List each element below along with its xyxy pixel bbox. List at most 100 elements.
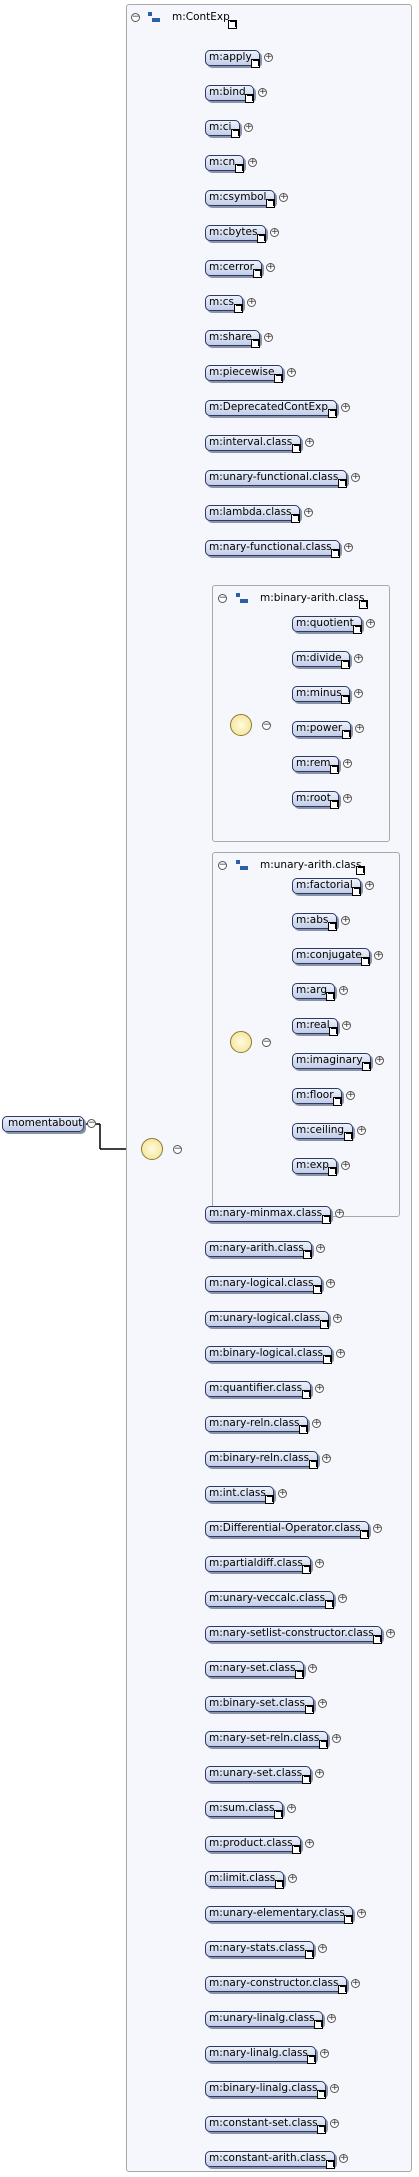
reference-arrow-icon[interactable] <box>360 1530 369 1539</box>
collapse-icon[interactable]: − <box>262 720 271 730</box>
reference-arrow-icon[interactable] <box>356 866 365 875</box>
reference-arrow-icon[interactable] <box>299 1425 308 1434</box>
element-box[interactable] <box>205 435 301 451</box>
expand-icon[interactable]: + <box>247 297 256 307</box>
reference-arrow-icon[interactable] <box>322 1215 331 1224</box>
element-box[interactable] <box>205 400 337 416</box>
element-box[interactable] <box>292 651 350 667</box>
root-element-box[interactable] <box>2 1116 84 1132</box>
reference-arrow-icon[interactable] <box>303 1250 312 1259</box>
element-box[interactable] <box>292 791 339 807</box>
reference-arrow-icon[interactable] <box>305 1950 314 1959</box>
element-box[interactable] <box>205 2011 323 2027</box>
reference-arrow-icon[interactable] <box>251 339 260 348</box>
expand-icon[interactable]: + <box>278 1488 287 1498</box>
reference-arrow-icon[interactable] <box>373 1635 382 1644</box>
reference-arrow-icon[interactable] <box>314 2020 323 2029</box>
reference-arrow-icon[interactable] <box>341 660 350 669</box>
expand-icon[interactable]: + <box>332 1733 341 1743</box>
element-box[interactable] <box>205 1801 283 1817</box>
expand-icon[interactable]: + <box>354 688 363 698</box>
reference-arrow-icon[interactable] <box>307 2055 316 2064</box>
element-box[interactable] <box>205 155 244 171</box>
element-box[interactable] <box>205 50 260 66</box>
element-box[interactable] <box>205 1311 329 1327</box>
expand-icon[interactable]: + <box>341 915 350 925</box>
reference-arrow-icon[interactable] <box>275 1880 284 1889</box>
reference-arrow-icon[interactable] <box>302 1565 311 1574</box>
element-box[interactable] <box>205 1731 328 1747</box>
expand-icon[interactable]: + <box>375 1055 384 1065</box>
element-box[interactable] <box>205 1766 311 1782</box>
reference-arrow-icon[interactable] <box>302 1390 311 1399</box>
expand-icon[interactable]: + <box>343 793 352 803</box>
expand-icon[interactable]: + <box>279 192 288 202</box>
reference-arrow-icon[interactable] <box>313 1285 322 1294</box>
collapse-icon[interactable]: − <box>173 1144 182 1154</box>
expand-icon[interactable]: + <box>343 758 352 768</box>
element-box[interactable] <box>292 1123 353 1139</box>
expand-icon[interactable]: + <box>318 1698 327 1708</box>
element-box[interactable] <box>292 1053 371 1069</box>
element-box[interactable] <box>205 1976 347 1992</box>
element-box[interactable] <box>205 1206 331 1222</box>
expand-icon[interactable]: + <box>351 472 360 482</box>
collapse-icon[interactable]: − <box>131 12 140 22</box>
expand-icon[interactable]: + <box>339 985 348 995</box>
expand-icon[interactable]: + <box>365 880 374 890</box>
element-box[interactable] <box>205 1591 334 1607</box>
expand-icon[interactable]: + <box>341 1160 350 1170</box>
expand-icon[interactable]: + <box>315 1558 324 1568</box>
expand-icon[interactable]: + <box>330 2083 339 2093</box>
element-box[interactable] <box>205 1521 369 1537</box>
element-box[interactable] <box>205 2116 326 2132</box>
expand-icon[interactable]: + <box>264 332 273 342</box>
reference-arrow-icon[interactable] <box>329 1027 338 1036</box>
expand-icon[interactable]: + <box>373 1523 382 1533</box>
reference-arrow-icon[interactable] <box>326 2160 335 2169</box>
expand-icon[interactable]: + <box>338 1593 347 1603</box>
expand-icon[interactable]: + <box>326 1278 335 1288</box>
element-box[interactable] <box>292 756 339 772</box>
expand-icon[interactable]: + <box>355 723 364 733</box>
element-box[interactable] <box>205 1556 311 1572</box>
element-box[interactable] <box>205 505 300 521</box>
reference-arrow-icon[interactable] <box>353 625 362 634</box>
element-box[interactable] <box>292 686 350 702</box>
expand-icon[interactable]: + <box>341 402 350 412</box>
element-box[interactable] <box>205 225 266 241</box>
expand-icon[interactable]: + <box>366 618 375 628</box>
expand-icon[interactable]: + <box>322 1453 331 1463</box>
expand-icon[interactable]: + <box>333 1313 342 1323</box>
element-box[interactable] <box>205 1381 311 1397</box>
element-box[interactable] <box>205 1346 332 1362</box>
reference-arrow-icon[interactable] <box>338 1985 347 1994</box>
reference-arrow-icon[interactable] <box>344 1132 353 1141</box>
reference-arrow-icon[interactable] <box>274 374 283 383</box>
reference-arrow-icon[interactable] <box>265 1495 274 1504</box>
reference-arrow-icon[interactable] <box>325 1600 334 1609</box>
expand-icon[interactable]: + <box>308 1663 317 1673</box>
expand-icon[interactable]: + <box>357 1125 366 1135</box>
reference-arrow-icon[interactable] <box>245 94 254 103</box>
reference-arrow-icon[interactable] <box>292 1845 301 1854</box>
element-box[interactable] <box>205 1626 382 1642</box>
collapse-icon[interactable]: − <box>87 1118 96 1128</box>
element-box[interactable] <box>292 721 351 737</box>
reference-arrow-icon[interactable] <box>266 199 275 208</box>
reference-arrow-icon[interactable] <box>328 1167 337 1176</box>
reference-arrow-icon[interactable] <box>292 444 301 453</box>
reference-arrow-icon[interactable] <box>362 1062 371 1071</box>
collapse-icon[interactable]: − <box>262 1037 271 1047</box>
expand-icon[interactable]: + <box>287 1803 296 1813</box>
expand-icon[interactable]: + <box>287 367 296 377</box>
expand-icon[interactable]: + <box>335 1208 344 1218</box>
expand-icon[interactable]: + <box>316 1243 325 1253</box>
expand-icon[interactable]: + <box>248 157 257 167</box>
element-box[interactable] <box>205 1836 301 1852</box>
element-box[interactable] <box>205 260 262 276</box>
reference-arrow-icon[interactable] <box>333 1097 342 1106</box>
reference-arrow-icon[interactable] <box>291 514 300 523</box>
collapse-icon[interactable]: − <box>218 593 227 603</box>
expand-icon[interactable]: + <box>342 1020 351 1030</box>
